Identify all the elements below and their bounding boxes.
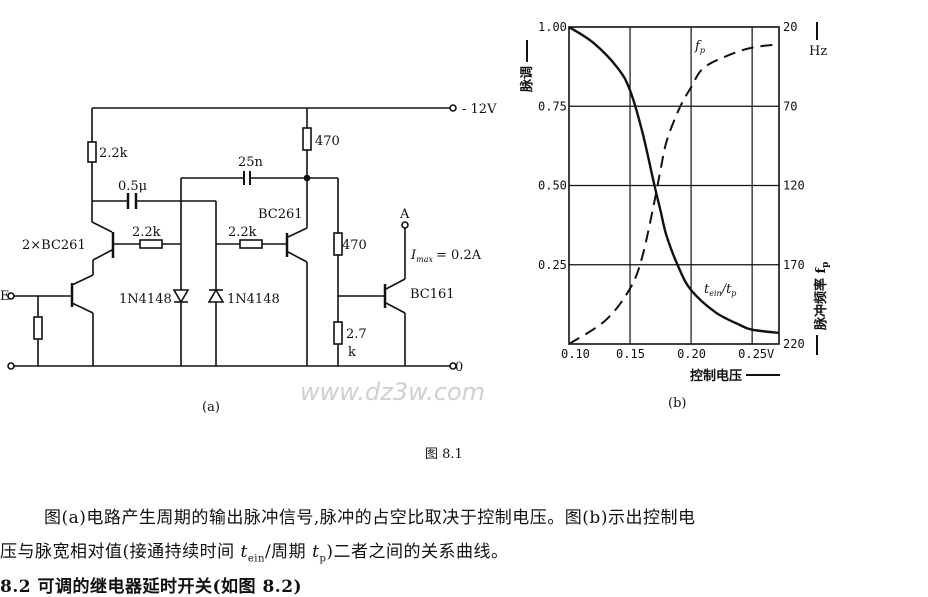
y-tick-label-right: 120 <box>783 179 805 193</box>
series-line-t-ein-t-p <box>568 25 780 335</box>
label-imax: Imax= 0.2A <box>410 248 482 264</box>
label-r-top-left: 2.2k <box>99 146 128 161</box>
y-tick-label-left: 0.50 <box>538 179 567 193</box>
diode-1n4148-1 <box>172 289 190 304</box>
resistor-2k2-input <box>33 316 43 340</box>
diode-1n4148-2 <box>207 288 225 303</box>
label-r-2k7-b: k <box>348 345 356 360</box>
y-tick-label-left: 1.00 <box>538 20 567 34</box>
output-terminal-a <box>401 221 409 229</box>
resistor-2k2-top <box>87 141 97 163</box>
paragraph-line-2: 压与脉宽相对值(接通持续时间 tein/周期 tp)二者之间的关系曲线。 <box>0 542 509 565</box>
chart-b: 0.10 0.15 0.20 0.25V 1.00 0.75 0.50 0.25 20 70 120… <box>538 20 805 361</box>
y-tick-label-left: 0.25 <box>538 258 567 272</box>
series-line-f-p <box>568 43 780 345</box>
series-label-tein-tp: tein/tp <box>704 282 736 298</box>
label-output-a: A <box>399 207 410 222</box>
y-tick-label-right: 70 <box>783 99 797 113</box>
label-cap2: 25n <box>238 155 264 170</box>
circuit-labels: - 12V 0 E 2.2k 0.5μ 25n 470 2.2k 2.2k 2×… <box>0 102 497 415</box>
label-ground: 0 <box>455 360 463 375</box>
watermark: www.dz3w.com <box>300 378 485 406</box>
ground-terminal-right <box>449 362 457 370</box>
label-output-transistor: BC161 <box>410 287 455 302</box>
label-r-470-top: 470 <box>315 134 340 149</box>
resistor-2k7 <box>333 321 343 345</box>
left-axis-label: 脉调 <box>519 66 535 93</box>
circuit-diagram <box>7 104 457 370</box>
label-supply: - 12V <box>462 102 497 117</box>
ground-terminal-left <box>7 362 15 370</box>
x-tick-label: 0.15 <box>616 347 645 361</box>
resistor-2k2-base1 <box>139 239 163 249</box>
label-transistor-right: BC261 <box>258 207 303 222</box>
y-tick-label-right: 170 <box>783 258 805 272</box>
x-tick-label: 0.25V <box>738 347 774 361</box>
caption-b: (b) <box>668 396 686 411</box>
paragraph-line-1: 图(a)电路产生周期的输出脉冲信号,脉冲的占空比取决于控制电压。图(b)示出控制… <box>44 508 696 528</box>
series-label-fp: fp <box>694 39 705 55</box>
caption-a: (a) <box>202 400 220 415</box>
resistor-470-right <box>333 232 343 256</box>
supply-terminal <box>449 104 457 112</box>
label-r-base1: 2.2k <box>132 225 161 240</box>
right-axis-label: 脉冲频率 fp <box>813 262 831 331</box>
resistor-470-top <box>302 127 312 151</box>
label-cap1: 0.5μ <box>118 179 147 194</box>
next-section-heading: 8.2 可调的继电器延时开关(如图 8.2) <box>0 577 303 597</box>
figure-caption: 图 8.1 <box>425 447 463 462</box>
input-terminal-e <box>7 292 15 300</box>
label-diode1: 1N4148 <box>119 292 172 307</box>
y-tick-label-right: 20 <box>783 20 797 34</box>
resistor-2k2-base2 <box>239 239 263 249</box>
x-axis-label: 控制电压 <box>690 368 742 384</box>
y-tick-label-left: 0.75 <box>538 99 567 113</box>
x-tick-label: 0.20 <box>677 347 706 361</box>
label-r-2k7-a: 2.7 <box>346 327 367 342</box>
label-transistor-pair: 2×BC261 <box>22 238 86 253</box>
label-input-e: E <box>0 289 10 304</box>
label-r-470-right: 470 <box>342 238 367 253</box>
right-unit: Hz <box>809 44 827 59</box>
label-r-base2: 2.2k <box>228 225 257 240</box>
y-tick-label-right: 220 <box>783 337 805 351</box>
x-tick-label: 0.10 <box>561 347 590 361</box>
label-diode2: 1N4148 <box>227 292 280 307</box>
